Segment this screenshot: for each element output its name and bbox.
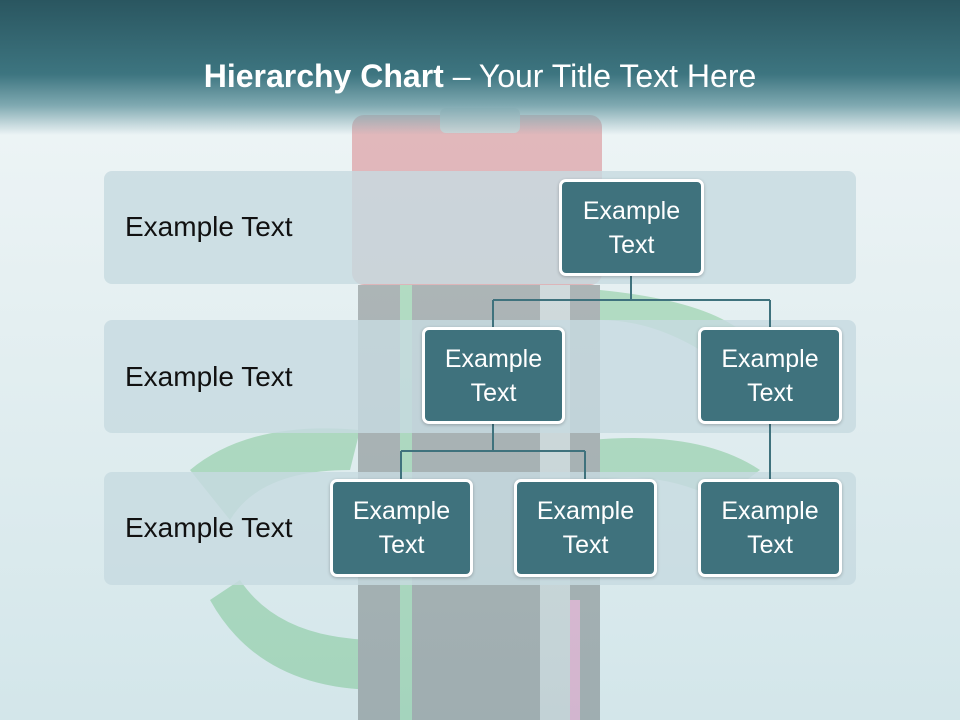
title-bold-part: Hierarchy Chart [203, 58, 444, 94]
node-mid-right[interactable]: Example Text [698, 327, 842, 424]
level-label-1: Example Text [125, 211, 293, 242]
node-leaf-2[interactable]: Example Text [514, 479, 657, 577]
level-label-3: Example Text [125, 512, 293, 543]
slide-title: Hierarchy Chart – Your Title Text Here [0, 52, 960, 100]
title-bar [0, 0, 960, 135]
node-leaf-1[interactable]: Example Text [330, 479, 473, 577]
connector-midleft-to-leaves [400, 423, 586, 481]
node-leaf-3[interactable]: Example Text [698, 479, 842, 577]
level-band-1 [104, 171, 856, 284]
level-label-2: Example Text [125, 361, 293, 392]
connector-root-to-mid [492, 275, 771, 329]
node-mid-left[interactable]: Example Text [422, 327, 565, 424]
node-root[interactable]: Example Text [559, 179, 704, 276]
title-rest-part: – Your Title Text Here [443, 58, 757, 94]
